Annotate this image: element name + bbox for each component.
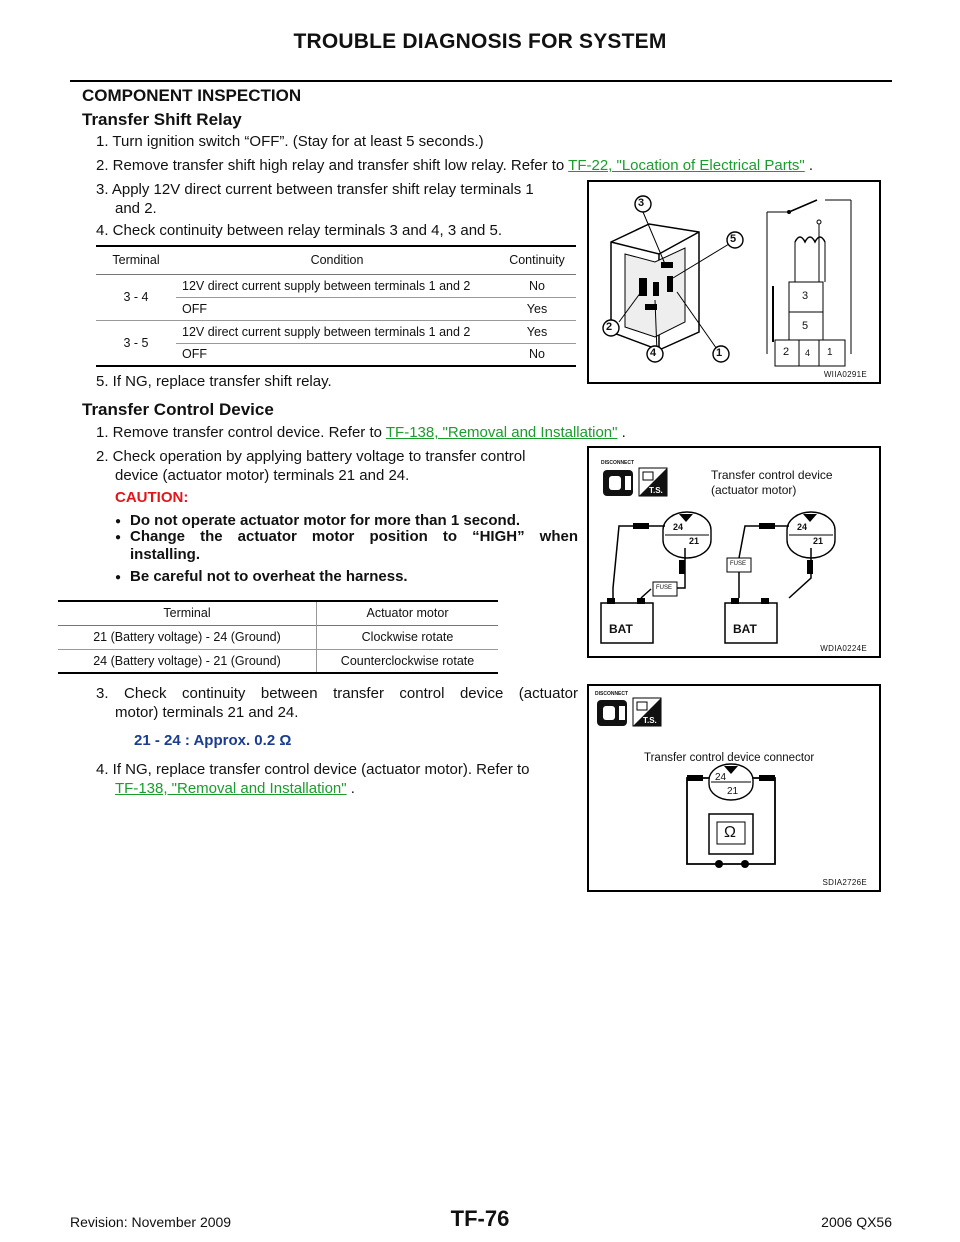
actuator-label: Transfer control device (actuator motor)	[711, 468, 833, 498]
relay-callout-2: 2	[606, 321, 613, 333]
relay-cell-continuity-3: No	[529, 347, 545, 362]
actuator-label-line1: Transfer control device	[711, 468, 833, 482]
relay-figure-code: WIIA0291E	[823, 370, 867, 379]
device-step-3-line2: motor) terminals 21 and 24.	[115, 704, 299, 721]
device-step-3-line1: 3. Check continuity between transfer con…	[96, 685, 578, 702]
relay-th-continuity: Continuity	[509, 253, 565, 268]
actuator-figure: DISCONNECT T.S. Transfer control device …	[587, 446, 881, 658]
actuator-disconnect-label: DISCONNECT	[601, 460, 635, 466]
caution-label: CAUTION:	[115, 489, 189, 506]
section-title: COMPONENT INSPECTION	[82, 86, 302, 105]
actuator-bat-b: BAT	[733, 622, 757, 636]
actuator-pin-21-b: 21	[813, 536, 824, 546]
device-step-1: 1. Remove transfer control device. Refer…	[96, 423, 626, 442]
relay-callout-4: 4	[650, 347, 657, 359]
caution-item-2: Change the actuator motor position to “H…	[115, 527, 578, 547]
device-step-4-end: .	[350, 780, 355, 797]
connector-disconnect-label: DISCONNECT	[595, 691, 629, 697]
connector-pin-21: 21	[727, 786, 739, 797]
connector-label: Transfer control device connector	[644, 752, 815, 764]
device-step-1-text: 1. Remove transfer control device. Refer…	[96, 424, 382, 441]
connector-ts-label: T.S.	[643, 716, 657, 725]
device-step-4-link[interactable]: TF-138, "Removal and Installation"	[115, 780, 347, 797]
connector-figure: DISCONNECT T.S. Transfer control device …	[587, 684, 881, 892]
device-table: Terminal Actuator motor 21 (Battery volt…	[58, 600, 498, 674]
device-step-2: 2. Check operation by applying battery v…	[96, 447, 525, 485]
connector-pin-24: 24	[715, 772, 727, 783]
relay-step-3-line2: and 2.	[115, 200, 157, 217]
device-step-1-end: .	[621, 424, 626, 441]
actuator-diagram	[600, 467, 836, 644]
relay-figure: 3 5 2 4 1 3 5 2 4 1 WIIA0291E	[587, 180, 881, 384]
relay-terminal-1: 1	[827, 347, 833, 358]
relay-callout-5: 5	[730, 233, 737, 245]
page-number: TF-76	[450, 1206, 510, 1231]
connector-figure-code: SDIA2726E	[822, 878, 867, 887]
actuator-fuse-b: FUSE	[730, 561, 747, 567]
connector-diagram	[597, 697, 776, 868]
device-title: Transfer Control Device	[82, 400, 274, 419]
relay-cell-condition-3: OFF	[182, 347, 207, 362]
relay-cell-terminal-2: 3 - 5	[96, 320, 176, 367]
header-rule	[70, 80, 892, 82]
relay-cell-terminal-0: 3 - 4	[96, 274, 176, 321]
caution-item-2-cont: installing.	[130, 546, 201, 563]
relay-step-3: 3. Apply 12V direct current between tran…	[96, 180, 534, 218]
relay-step-1: 1. Turn ignition switch “OFF”. (Stay for…	[96, 133, 484, 150]
relay-terminal-2: 2	[783, 346, 790, 358]
relay-callout-1: 1	[716, 347, 723, 359]
relay-cell-condition-1: OFF	[182, 301, 207, 316]
actuator-figure-code: WDIA0224E	[820, 644, 867, 653]
relay-cell-continuity-1: Yes	[526, 301, 548, 316]
relay-cell-continuity-0: No	[529, 278, 545, 293]
footer-model: 2006 QX56	[821, 1214, 892, 1230]
caution-item-1: Do not operate actuator motor for more t…	[115, 511, 578, 531]
device-cell-terminal-1: 24 (Battery voltage) - 21 (Ground)	[58, 649, 317, 673]
continuity-spec: 21 - 24 : Approx. 0.2 Ω	[134, 732, 292, 749]
relay-title: Transfer Shift Relay	[82, 110, 242, 129]
actuator-pin-24-b: 24	[797, 522, 808, 532]
actuator-bat-a: BAT	[609, 622, 633, 636]
device-th-terminal: Terminal	[58, 601, 317, 625]
relay-step-2-text: 2. Remove transfer shift high relay and …	[96, 157, 565, 174]
relay-step-2-end: .	[808, 157, 814, 174]
relay-th-terminal: Terminal	[112, 253, 160, 268]
device-step-3: 3. Check continuity between transfer con…	[96, 684, 578, 722]
device-step-4-line1: 4. If NG, replace transfer control devic…	[96, 761, 530, 778]
relay-diagram	[602, 195, 852, 367]
relay-terminal-3: 3	[802, 290, 809, 302]
ohm-meter-icon: Ω	[724, 824, 736, 841]
device-step-4: 4. If NG, replace transfer control devic…	[96, 760, 578, 798]
caution-item-3: Be careful not to overheat the harness.	[115, 567, 578, 587]
actuator-ts-label: T.S.	[649, 486, 663, 495]
relay-step-3-line1: 3. Apply 12V direct current between tran…	[96, 181, 534, 198]
actuator-pin-24-a: 24	[673, 522, 684, 532]
device-cell-motor-0: Clockwise rotate	[361, 630, 454, 644]
actuator-label-line2: (actuator motor)	[711, 483, 797, 497]
device-cell-motor-1: Counterclockwise rotate	[340, 653, 475, 668]
device-step-1-link[interactable]: TF-138, "Removal and Installation"	[385, 424, 618, 441]
relay-th-condition: Condition	[310, 253, 364, 268]
actuator-pin-21-a: 21	[689, 536, 700, 546]
relay-cell-condition-0: 12V direct current supply between termin…	[182, 278, 471, 293]
relay-step-5: 5. If NG, replace transfer shift relay.	[96, 373, 332, 390]
relay-terminal-4: 4	[805, 348, 811, 358]
device-step-2-line1: 2. Check operation by applying battery v…	[96, 448, 526, 465]
actuator-fuse-a: FUSE	[656, 585, 673, 591]
page-title: TROUBLE DIAGNOSIS FOR SYSTEM	[293, 30, 667, 53]
device-th-motor: Actuator motor	[366, 606, 449, 621]
relay-step-2-link[interactable]: TF-22, "Location of Electrical Parts"	[568, 157, 805, 174]
relay-cell-condition-2: 12V direct current supply between termin…	[182, 324, 471, 339]
relay-table: Terminal Condition Continuity 3 - 4 12V …	[96, 245, 576, 367]
footer-revision: Revision: November 2009	[70, 1214, 232, 1230]
relay-terminal-5: 5	[802, 320, 809, 332]
relay-cell-continuity-2: Yes	[526, 324, 548, 339]
device-step-2-line2: device (actuator motor) terminals 21 and…	[115, 467, 410, 484]
device-cell-terminal-0: 21 (Battery voltage) - 24 (Ground)	[58, 625, 317, 649]
relay-callout-3: 3	[638, 197, 645, 209]
relay-step-4: 4. Check continuity between relay termin…	[96, 222, 503, 239]
relay-step-2: 2. Remove transfer shift high relay and …	[96, 156, 813, 175]
